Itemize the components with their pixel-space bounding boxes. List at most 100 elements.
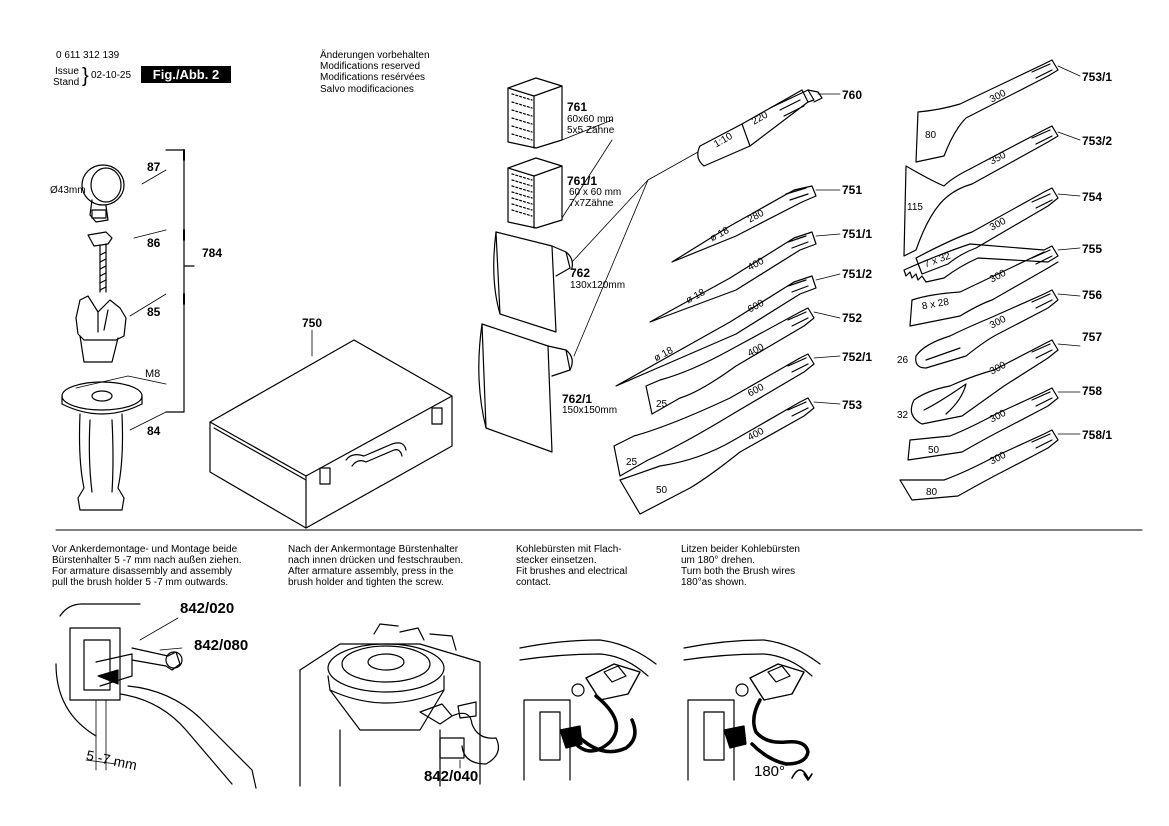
chisel-752-1-width: 25	[626, 457, 638, 468]
chisel-758-width: 50	[928, 445, 940, 456]
instruction-turn-wires: Litzen beider Kohlebürsten um 180° drehe…	[681, 544, 896, 588]
chisel-753-1-width: 80	[925, 130, 937, 141]
flat-chisel-752	[645, 307, 841, 415]
pointed-chisel-751-1	[649, 231, 841, 323]
pointed-chisel-751	[671, 185, 841, 263]
brush-holder-pull-illustration	[55, 603, 257, 789]
fit-brushes-illustration	[519, 639, 657, 781]
label-753-1: 753/1	[1082, 70, 1113, 84]
label-842-080: 842/080	[194, 637, 249, 654]
label-rotation: 180°	[754, 763, 786, 780]
instruction-line: 180°as shown.	[681, 577, 747, 588]
disclaimer-es: Salvo modificaciones	[320, 84, 414, 95]
instruction-line: um 180° drehen.	[681, 555, 756, 566]
issue-date: 02-10-25	[91, 70, 132, 81]
flat-chisel-758	[907, 387, 1081, 461]
label-754: 754	[1082, 190, 1103, 204]
handle-holder	[75, 295, 127, 363]
instruction-line: Nach der Ankermontage Bürstenhalter	[288, 544, 459, 555]
instruction-line: Turn both the Brush wires	[681, 566, 796, 577]
spec-762-1: 150x150mm	[562, 405, 618, 416]
instruction-pull-holder: Vor Ankerdemontage- und Montage beide Bü…	[52, 544, 267, 588]
rotate-wires-illustration	[683, 639, 821, 781]
label-842-020: 842/020	[180, 600, 235, 617]
tamping-plate-762	[493, 231, 573, 333]
disclaimer-fr: Modifications resérvées	[320, 72, 426, 83]
part-number: 0 611 312 139	[56, 50, 120, 61]
chisel-752-width: 25	[656, 399, 668, 410]
carrying-case	[209, 329, 453, 529]
label-m8: M8	[145, 368, 161, 380]
label-752-1: 752/1	[842, 350, 873, 364]
figure-badge: Fig./Abb. 2	[141, 66, 231, 83]
label-757: 757	[1082, 330, 1103, 344]
label-762: 762	[570, 266, 591, 280]
instruction-line: brush holder and tighten the screw.	[288, 577, 444, 588]
depth-stop-clamp	[81, 164, 125, 223]
instruction-line: Kohlebürsten mit Flach-	[516, 544, 622, 555]
chisel-adapter-760	[697, 89, 841, 167]
label-762-1: 762/1	[562, 392, 593, 406]
spec-761-teeth: 5x5 Zähne	[567, 125, 615, 136]
instruction-line: For armature disassembly and assembly	[52, 566, 233, 577]
instruction-line: Fit brushes and electrical	[516, 566, 628, 577]
spec-761-size: 60x60 mm	[567, 114, 614, 125]
label-85: 85	[147, 305, 161, 319]
label-753-2: 753/2	[1082, 134, 1113, 148]
label-87: 87	[147, 160, 161, 174]
spade-chisel-753-2	[903, 125, 1081, 257]
brush-insert-761	[507, 77, 563, 149]
label-752: 752	[842, 311, 863, 325]
instruction-line: pull the brush holder 5 -7 mm outwards.	[52, 577, 229, 588]
brace: }	[82, 65, 89, 87]
instruction-line: stecker einsetzen.	[516, 555, 597, 566]
side-handle	[61, 381, 143, 511]
flat-chisel-758-1	[899, 429, 1081, 501]
label-diameter: Ø43mm	[50, 185, 86, 196]
spec-762: 130x120mm	[570, 280, 626, 291]
spec-761-1-teeth: 7x7Zähne	[569, 198, 614, 209]
instruction-line: Bürstenhalter 5 -7 mm nach außen ziehen.	[52, 555, 242, 566]
chisel-756-width: 26	[897, 355, 909, 366]
instruction-line: nach innen drücken und festschrauben.	[288, 555, 464, 566]
label-760: 760	[842, 88, 863, 102]
issue-label: Issue	[55, 66, 79, 77]
label-761: 761	[567, 100, 588, 114]
instruction-line: After armature assembly, press in the	[288, 566, 454, 577]
label-84: 84	[147, 424, 161, 438]
spec-761-1-size: 60 x 60 mm	[569, 187, 622, 198]
instruction-press-holder: Nach der Ankermontage Bürstenhalter nach…	[288, 544, 503, 588]
pointed-chisel-751-2	[615, 273, 841, 387]
label-758-1: 758/1	[1082, 428, 1113, 442]
flat-chisel-753	[619, 397, 841, 515]
tooth-chisel-755	[903, 243, 1081, 327]
chisel-757-width: 32	[897, 410, 909, 421]
label-751: 751	[842, 183, 863, 197]
brush-insert-761-1	[507, 157, 563, 229]
chisel-758-1-width: 80	[926, 487, 938, 498]
insert-leader-lines	[561, 119, 699, 357]
gouge-chisel-756	[915, 289, 1081, 369]
label-784: 784	[202, 246, 223, 260]
instruction-fit-brushes: Kohlebürsten mit Flach- stecker einsetze…	[516, 544, 731, 588]
label-842-040: 842/040	[424, 768, 479, 785]
brush-holder-press-illustration	[299, 623, 499, 787]
chisel-753-2-width: 115	[907, 202, 923, 213]
instruction-line: Vor Ankerdemontage- und Montage beide	[52, 544, 238, 555]
label-755: 755	[1082, 242, 1103, 256]
gouge-chisel-757	[910, 339, 1081, 425]
tamping-plate-762-1	[478, 323, 573, 453]
tooth-chisel-754	[915, 187, 1081, 275]
assembly-bracket-784	[75, 149, 195, 431]
label-756: 756	[1082, 288, 1103, 302]
spade-chisel-753-1	[915, 59, 1081, 163]
chisel-753-width: 50	[656, 485, 668, 496]
label-750: 750	[302, 316, 323, 330]
label-758: 758	[1082, 384, 1103, 398]
instruction-line: Litzen beider Kohlebürsten	[681, 544, 800, 555]
label-86: 86	[147, 236, 161, 250]
label-753: 753	[842, 398, 863, 412]
label-751-2: 751/2	[842, 267, 873, 281]
instruction-line: contact.	[516, 577, 552, 588]
